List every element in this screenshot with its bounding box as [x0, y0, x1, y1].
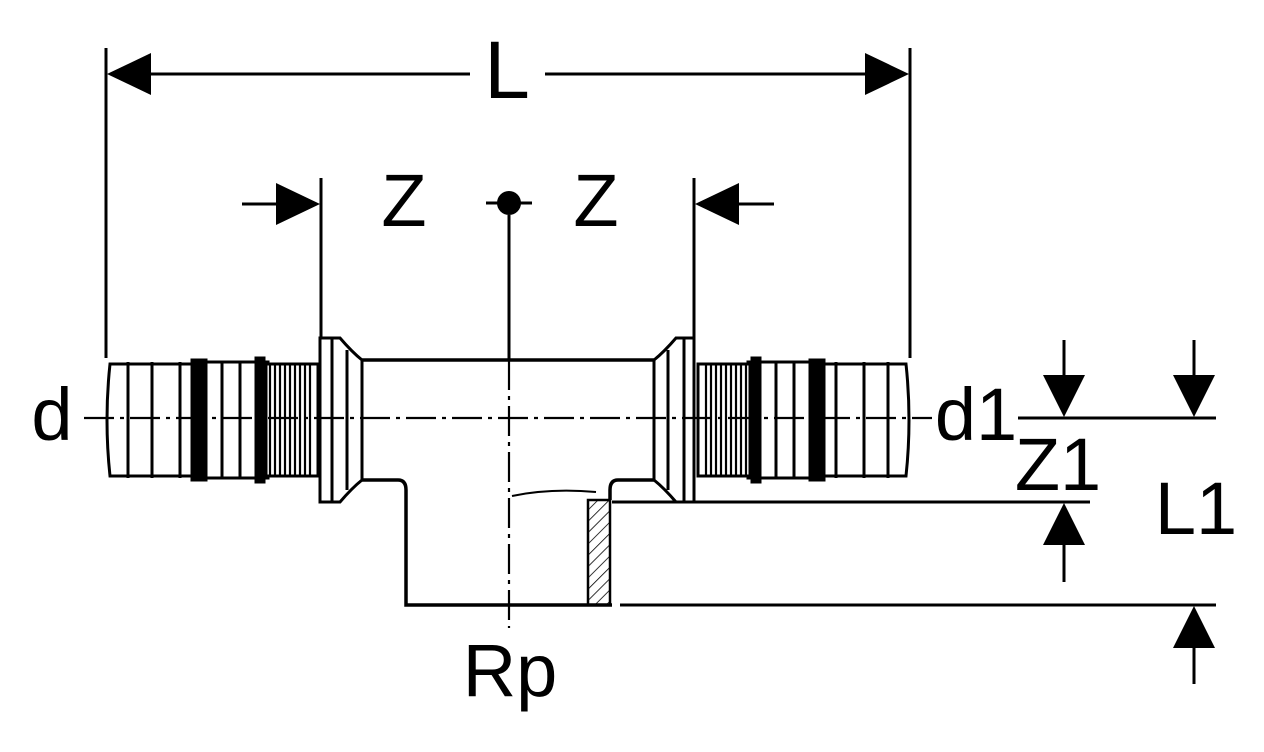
arrow-left-icon	[107, 53, 151, 95]
center-point-icon	[497, 191, 521, 215]
center-lines	[84, 360, 932, 628]
right-flange	[652, 336, 696, 504]
label-l1: L1	[1155, 467, 1237, 550]
dimension-z	[242, 178, 774, 360]
arrow-up-icon	[1173, 606, 1215, 648]
arrow-right-icon	[276, 183, 320, 225]
right-ribs	[704, 364, 748, 476]
arrow-right-icon	[865, 53, 909, 95]
label-rp: Rp	[463, 629, 558, 712]
arrow-left-icon	[695, 183, 739, 225]
arrow-down-icon	[1173, 375, 1215, 417]
left-flange	[318, 336, 364, 504]
dimension-l	[104, 48, 912, 358]
label-z1: Z1	[1015, 423, 1101, 506]
arrow-down-icon	[1043, 375, 1085, 417]
dimension-z1-l1	[612, 340, 1216, 684]
thread-hatch	[586, 498, 612, 607]
left-ribs	[268, 364, 312, 476]
right-press-sleeve	[696, 356, 911, 484]
left-press-sleeve	[105, 356, 320, 484]
label-z-right: Z	[573, 159, 618, 242]
label-d1: d1	[935, 373, 1017, 456]
arrow-up-icon	[1043, 503, 1085, 545]
label-l: L	[484, 25, 530, 116]
label-d: d	[31, 373, 72, 456]
label-z-left: Z	[381, 159, 426, 242]
